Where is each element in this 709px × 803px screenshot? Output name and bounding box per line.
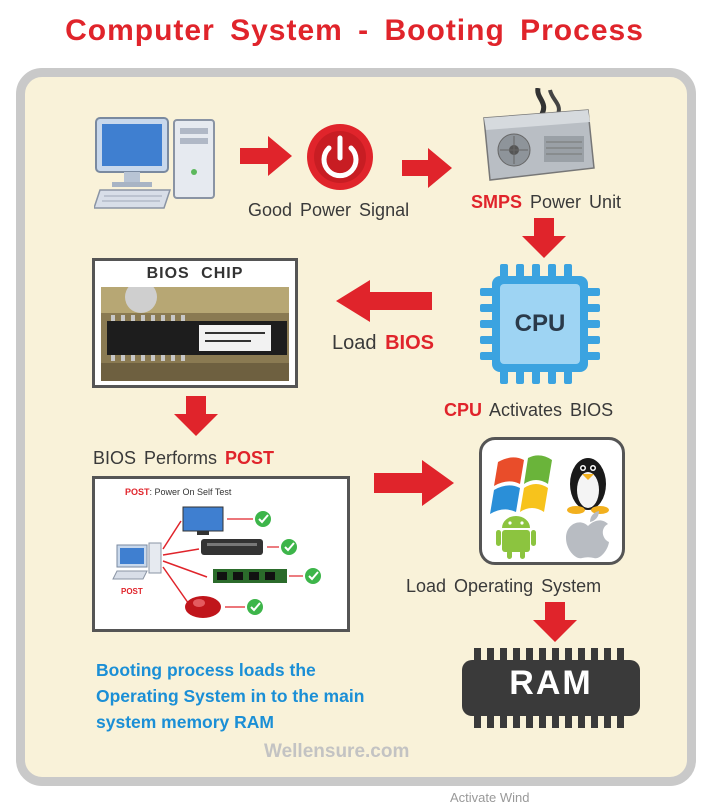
page-title: Computer System - Booting Process [65,14,644,47]
power-button-icon [307,124,373,190]
arrow-down-icon [174,396,218,436]
cpu-rest-label: Activates BIOS [489,400,614,420]
bios-chip-title: BIOS CHIP [146,265,244,282]
load-bios-label: Load BIOS [332,332,434,355]
good-power-signal-label: Good Power Signal [248,200,410,220]
smps-bold-label: SMPS [471,192,523,212]
operating-systems-icon [490,455,609,559]
watermark: Wellensure.com [264,741,410,762]
windows-logo-icon [490,455,552,514]
cpu-chip-label: CPU [514,310,566,337]
post-diagram-box: POST: Power On Self Test [92,476,350,632]
arrow-right-icon [374,460,454,506]
post-diagram-heading: POST: Power On Self Test [125,487,231,497]
smps-rest-label: Power Unit [530,192,622,212]
android-logo-icon [496,516,536,559]
apple-logo-icon [566,511,609,559]
smps-label: SMPS Power Unit [471,192,621,213]
activate-windows-overlay: Activate Wind [450,790,530,803]
post-head-rest: : Power On Self Test [149,487,232,497]
ram-chip-icon [462,648,640,728]
bios-performs-text: BIOS Performs [93,448,218,468]
power-supply-icon [483,88,595,181]
load-os-label: Load Operating System [406,576,602,596]
post-bold-label: POST [225,448,275,468]
bios-performs-label: BIOS Performs POST [93,448,274,469]
arrow-left-icon [336,280,432,322]
post-side-label: POST [121,587,143,596]
linux-penguin-icon [567,458,609,514]
bios-chip-box: BIOS CHIP [92,258,298,388]
arrow-right-icon [240,136,292,176]
arrow-right-icon [402,148,452,188]
arrow-down-icon [533,602,577,642]
computer-icon [94,117,215,209]
post-head-bold: POST [125,487,150,497]
cpu-chip-icon [480,264,600,384]
cpu-bold-label: CPU [444,400,483,420]
ram-chip-label: RAM [509,664,593,702]
cpu-activates-label: CPU Activates BIOS [444,400,613,421]
booting-description: Booting process loads the Operating Syst… [96,660,365,732]
diagram-panel [16,68,696,786]
post-diagram-image [112,506,321,618]
operating-systems-box [479,437,625,565]
load-bios-bold-label: BIOS [385,332,434,354]
arrow-down-icon [522,218,566,258]
load-prefix-label: Load [332,332,377,354]
bios-chip-image [101,287,289,381]
